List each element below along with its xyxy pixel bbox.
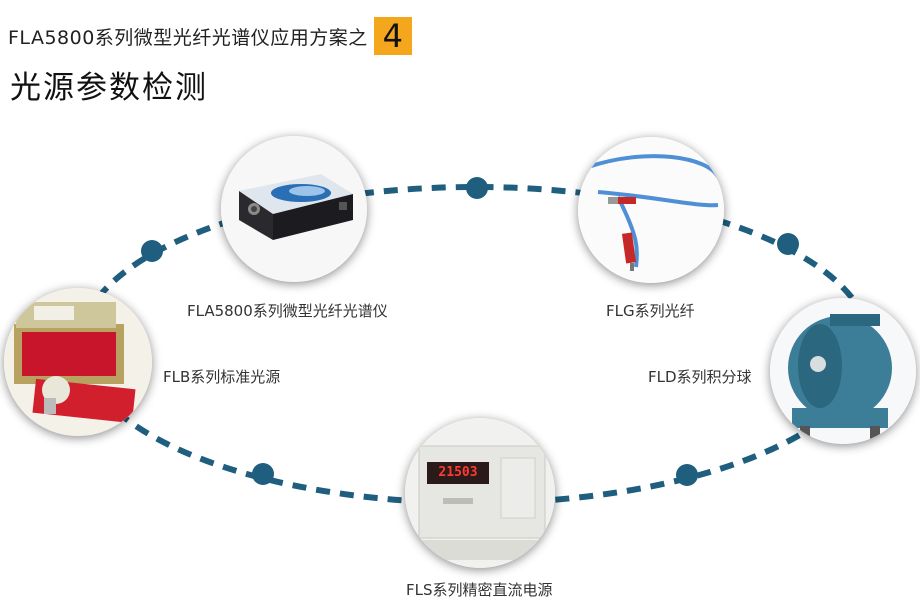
power-supply-image xyxy=(405,418,555,568)
step-number-badge: 4 xyxy=(373,17,412,55)
ring-dot xyxy=(676,464,698,486)
spectrometer-node[interactable] xyxy=(221,136,367,282)
lamp-label: FLB系列标准光源 xyxy=(163,368,281,386)
page-header: FLA5800系列微型光纤光谱仪应用方案之 4 xyxy=(8,17,412,55)
power-supply-node[interactable]: 21503 xyxy=(405,418,555,568)
ring-dot xyxy=(252,463,274,485)
sphere-node[interactable] xyxy=(770,298,916,444)
fiber-image xyxy=(578,137,724,283)
spectrometer-label: FLA5800系列微型光纤光谱仪 xyxy=(187,302,388,320)
page-subtitle: 光源参数检测 xyxy=(10,70,208,106)
fiber-node[interactable] xyxy=(578,137,724,283)
spectrometer-image xyxy=(221,136,367,282)
lamp-node[interactable] xyxy=(4,288,152,436)
power-supply-label: FLS系列精密直流电源 xyxy=(406,581,553,599)
ring-dot xyxy=(141,240,163,262)
sphere-image xyxy=(770,298,916,444)
sphere-label: FLD系列积分球 xyxy=(648,368,752,386)
lamp-image xyxy=(4,288,152,436)
ring-dot xyxy=(466,177,488,199)
page-title: FLA5800系列微型光纤光谱仪应用方案之 xyxy=(8,26,368,49)
power-supply-display: 21503 xyxy=(438,465,478,480)
fiber-label: FLG系列光纤 xyxy=(606,302,695,320)
ring-dot xyxy=(777,233,799,255)
